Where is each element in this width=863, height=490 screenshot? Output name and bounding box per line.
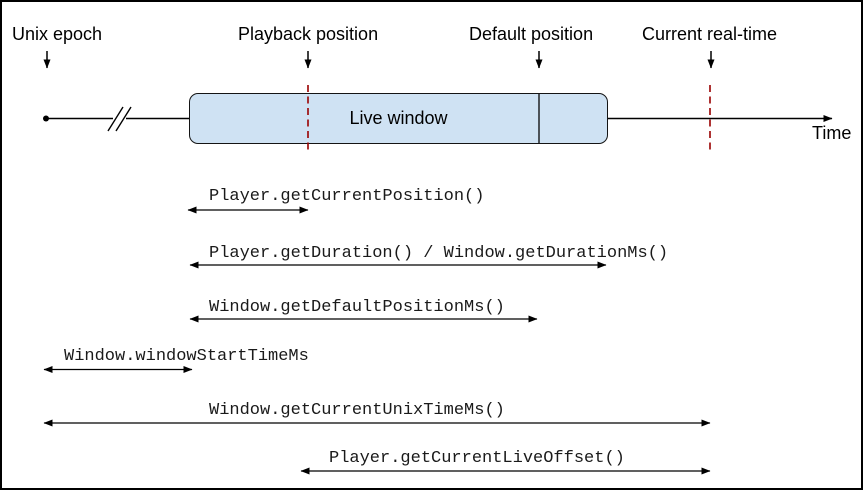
measure-label-window-start-time: Window.windowStartTimeMs: [64, 347, 309, 366]
label-unix-epoch: Unix epoch: [12, 24, 103, 44]
measure-label-current-live-offset: Player.getCurrentLiveOffset(): [329, 449, 625, 468]
timeline-origin-dot: [43, 115, 49, 122]
measure-label-default-position-ms: Window.getDefaultPositionMs(): [209, 298, 505, 317]
label-current-real-time: Current real-time: [642, 24, 778, 44]
label-playback-position: Playback position: [238, 24, 379, 44]
axis-break-slash-2: [115, 106, 132, 132]
time-axis-label: Time: [812, 123, 852, 143]
axis-break-slash-1: [107, 106, 124, 132]
measure-label-current-position: Player.getCurrentPosition(): [209, 187, 485, 206]
measure-label-current-unix-time: Window.getCurrentUnixTimeMs(): [209, 401, 505, 420]
live-window-label: Live window: [349, 108, 448, 128]
measure-label-duration: Player.getDuration() / Window.getDuratio…: [209, 244, 669, 263]
label-default-position: Default position: [469, 24, 594, 44]
live-window-box: Live window: [189, 93, 608, 144]
